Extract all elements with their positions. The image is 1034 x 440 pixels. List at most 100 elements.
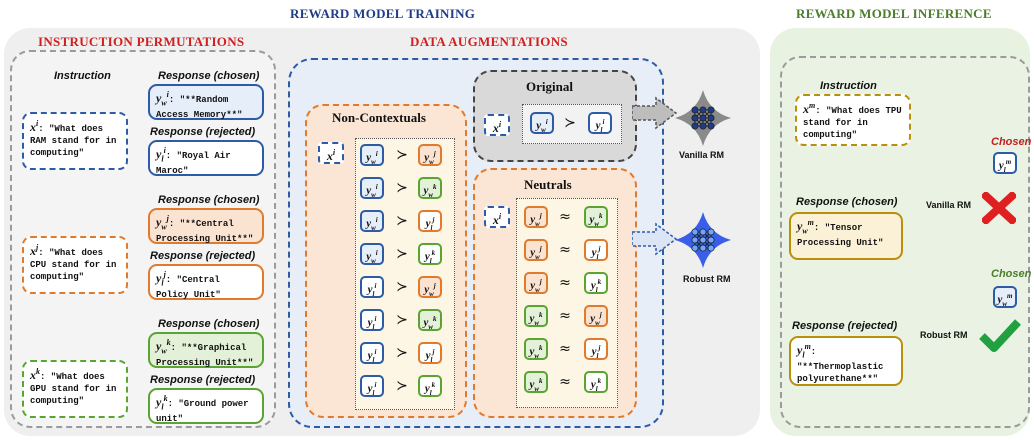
instruction-box: xj: "What does CPU stand for in computin…: [22, 236, 128, 294]
neutral-left-token: ywk: [524, 305, 548, 327]
non-contextual-right-token: ywk: [418, 177, 442, 199]
original-right-token: yli: [588, 112, 612, 134]
preferred-operator: ≻: [564, 115, 576, 131]
non-contextual-left-token: ywi: [360, 144, 384, 166]
rejected-response-box: ylj: "Central Policy Unit": [148, 264, 264, 300]
rejected-symbol: ylj: [156, 270, 166, 288]
preferred-operator: ≻: [396, 378, 408, 394]
chosen-response-box: ywk: "**Graphical Processing Unit**": [148, 332, 264, 368]
x-original: xi: [484, 114, 510, 136]
vanilla-rm-label: Vanilla RM: [679, 150, 725, 160]
permutations-title: INSTRUCTION PERMUTATIONS: [38, 34, 245, 49]
preferred-operator: ≻: [396, 246, 408, 262]
neutral-left-token: ywk: [524, 338, 548, 360]
instruction-box: xi: "What does RAM stand for in computin…: [22, 112, 128, 170]
rejected-header: Response (rejected): [150, 250, 256, 262]
neutral-right-token: ylk: [584, 371, 608, 393]
rejected-response-box: yli: "Royal Air Maroc": [148, 140, 264, 176]
equivalent-operator: ≈: [559, 275, 571, 291]
neutral-right-token: ylj: [584, 239, 608, 261]
equivalent-operator: ≈: [559, 308, 571, 324]
preferred-operator: ≻: [396, 279, 408, 295]
inf-instruction-box: xm: "What does TPU stand for in computin…: [795, 94, 911, 146]
inf-rejected-box: ylm: "**Thermoplastic polyurethane**": [789, 336, 903, 386]
neutral-left-token: ywj: [524, 272, 548, 294]
instruction-text: : "What does RAM stand for in computing": [30, 124, 117, 158]
instruction-text: : "What does GPU stand for in computing": [30, 372, 117, 406]
non-contextual-right-token: ywk: [418, 309, 442, 331]
chosen-text: : "**Random Access Memory**": [156, 95, 243, 121]
inf-rejected-header: Response (rejected): [792, 320, 898, 332]
chosen-header: Response (chosen): [158, 194, 260, 206]
rejected-symbol: yli: [156, 146, 166, 164]
vanilla-rm-icon: [675, 90, 731, 146]
rejected-header: Response (rejected): [150, 126, 256, 138]
rejected-response-box: ylk: "Ground power unit": [148, 388, 264, 424]
equivalent-operator: ≈: [559, 242, 571, 258]
non-contextual-left-token: yli: [360, 342, 384, 364]
rejected-header: Response (rejected): [150, 374, 256, 386]
non-contextual-right-token: ywj: [418, 144, 442, 166]
x-non-contextual: xi: [318, 142, 344, 164]
non-contextual-left-token: yli: [360, 276, 384, 298]
chosen-response-box: ywj: "**Central Processing Unit**": [148, 208, 264, 244]
arrow-to-vanilla: [632, 96, 678, 130]
rejected-symbol: ylk: [156, 394, 168, 412]
preferred-operator: ≻: [396, 345, 408, 361]
chosen-header: Response (chosen): [158, 318, 260, 330]
inf-chosen-header: Response (chosen): [796, 196, 898, 208]
chosen-symbol: ywk: [156, 338, 171, 356]
vanilla-chosen-label: Chosen: [991, 136, 1032, 148]
check-icon: [979, 319, 1021, 352]
chosen-symbol: ywi: [156, 90, 169, 108]
rejected-text: : "Royal Air Maroc": [156, 151, 231, 177]
instruction-symbol: xk: [30, 367, 40, 382]
equivalent-operator: ≈: [559, 374, 571, 390]
inf-robust-rm-label: Robust RM: [920, 330, 968, 340]
robust-chosen-token: ywm: [993, 286, 1017, 308]
neutral-right-token: ywj: [584, 305, 608, 327]
instruction-header: Instruction: [54, 70, 111, 82]
equivalent-operator: ≈: [559, 341, 571, 357]
neutral-right-token: ylj: [584, 338, 608, 360]
equivalent-operator: ≈: [559, 209, 571, 225]
preferred-operator: ≻: [396, 213, 408, 229]
inf-chosen-box: ywm: "Tensor Processing Unit": [789, 212, 903, 260]
instruction-symbol: xi: [30, 119, 39, 134]
non-contextual-left-token: ywi: [360, 177, 384, 199]
instruction-text: : "What does CPU stand for in computing": [30, 248, 117, 282]
non-contextual-right-token: ylj: [418, 210, 442, 232]
neutral-left-token: ywj: [524, 239, 548, 261]
non-contextuals-title: Non-Contextuals: [332, 110, 426, 125]
chosen-header: Response (chosen): [158, 70, 260, 82]
original-title: Original: [526, 79, 573, 94]
arrow-to-robust: [632, 222, 678, 256]
robust-rm-label: Robust RM: [683, 274, 731, 284]
rejected-text: : "Ground power unit": [156, 399, 249, 425]
chosen-response-box: ywi: "**Random Access Memory**": [148, 84, 264, 120]
chosen-text: : "**Central Processing Unit**": [156, 219, 254, 245]
rejected-text: : "Central Policy Unit": [156, 275, 221, 301]
non-contextual-right-token: ylk: [418, 375, 442, 397]
inf-vanilla-rm-label: Vanilla RM: [926, 200, 972, 210]
instruction-symbol: xj: [30, 243, 39, 258]
inference-title: REWARD MODEL INFERENCE: [796, 6, 992, 21]
neutral-right-token: ylk: [584, 272, 608, 294]
original-left-token: ywi: [530, 112, 554, 134]
preferred-operator: ≻: [396, 180, 408, 196]
robust-chosen-label: Chosen: [991, 268, 1032, 280]
non-contextual-left-token: ywi: [360, 243, 384, 265]
chosen-text: : "**Graphical Processing Unit**": [156, 343, 254, 369]
non-contextual-left-token: yli: [360, 375, 384, 397]
non-contextual-left-token: yli: [360, 309, 384, 331]
x-neutral: xi: [484, 206, 510, 228]
chosen-symbol: ywj: [156, 214, 169, 232]
preferred-operator: ≻: [396, 147, 408, 163]
non-contextual-left-token: ywi: [360, 210, 384, 232]
augmentations-title: DATA AUGMENTATIONS: [410, 34, 568, 49]
non-contextual-right-token: ywj: [418, 276, 442, 298]
vanilla-chosen-token: ylm: [993, 152, 1017, 174]
instruction-box: xk: "What does GPU stand for in computin…: [22, 360, 128, 418]
robust-rm-icon: [675, 212, 731, 268]
cross-icon: [982, 192, 1016, 224]
